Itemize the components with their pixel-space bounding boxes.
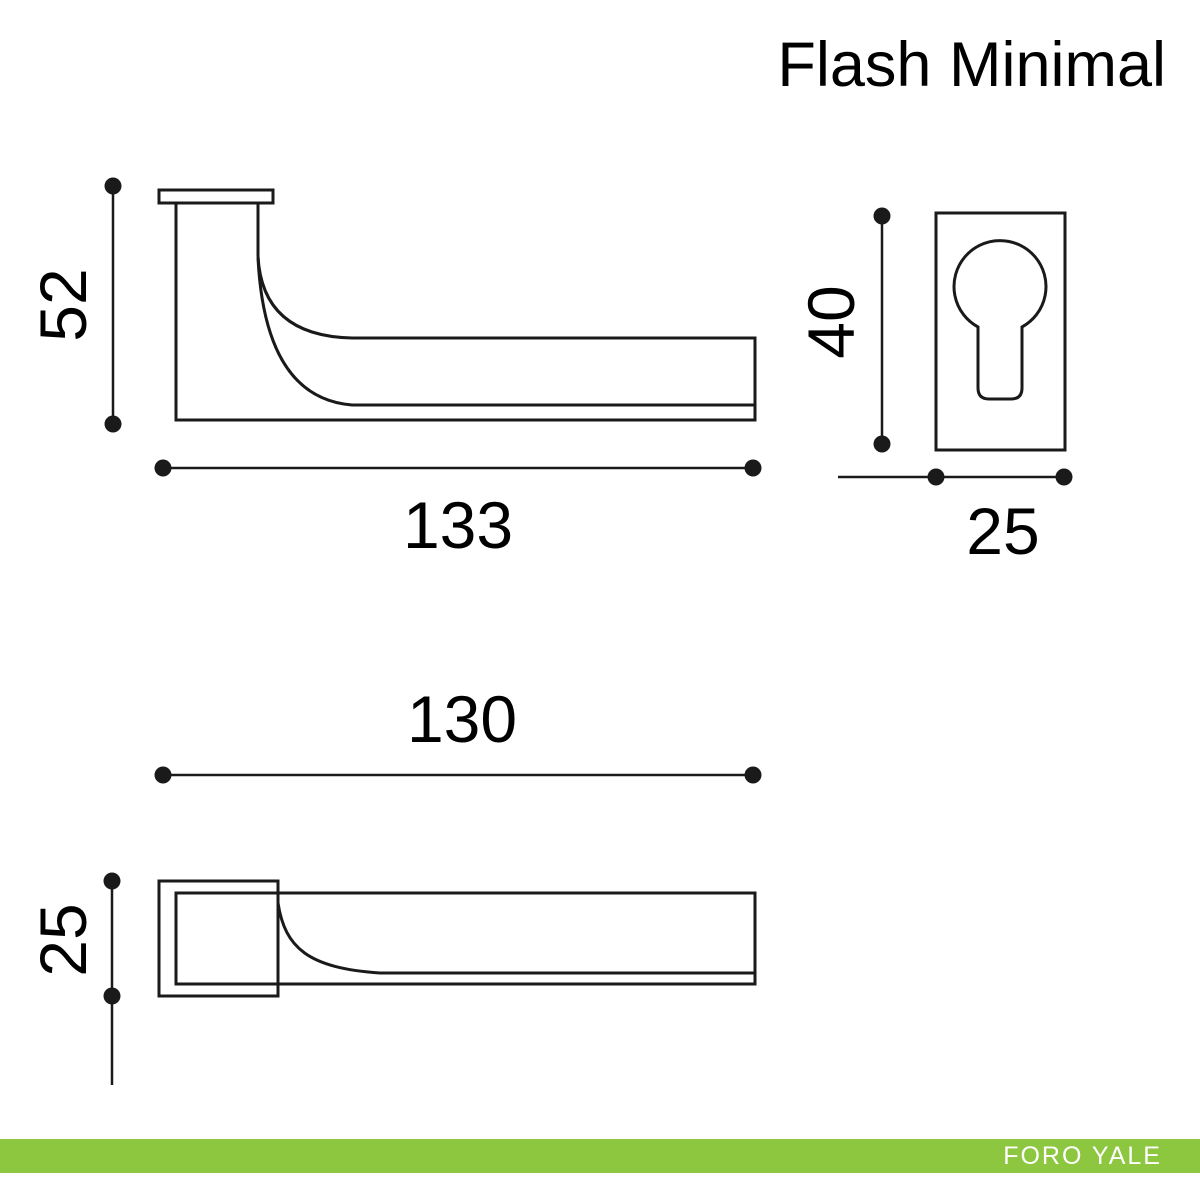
footer-bar-background bbox=[0, 1139, 1200, 1173]
dim-side-height: 52 bbox=[26, 177, 122, 433]
dim-dot bbox=[744, 459, 762, 477]
dim-top-length: 130 bbox=[154, 682, 762, 784]
dim-escutcheon-height: 40 bbox=[794, 207, 891, 453]
dim-top-depth: 25 bbox=[26, 872, 121, 1085]
dim-dot bbox=[744, 766, 762, 784]
side-view-inner-curve bbox=[256, 257, 755, 407]
dim-dot bbox=[154, 766, 172, 784]
dim-dot bbox=[104, 415, 122, 433]
side-view bbox=[157, 188, 757, 422]
escutcheon-plate bbox=[934, 211, 1067, 452]
dim-dot bbox=[873, 207, 891, 225]
side-height-label: 52 bbox=[26, 268, 100, 341]
side-length-label: 133 bbox=[403, 488, 513, 562]
page-title: Flash Minimal bbox=[777, 30, 1166, 100]
escutcheon-width-label: 25 bbox=[966, 494, 1039, 568]
escutcheon-height-label: 40 bbox=[794, 285, 868, 358]
escutcheon-view bbox=[934, 211, 1067, 452]
footer-label: FORO YALE bbox=[1003, 1142, 1162, 1170]
dim-dot bbox=[104, 177, 122, 195]
top-view-curve bbox=[276, 902, 755, 975]
top-length-label: 130 bbox=[407, 682, 517, 756]
footer-bar: FORO YALE bbox=[0, 1139, 1200, 1173]
dim-dot bbox=[103, 872, 121, 890]
dim-dot bbox=[873, 435, 891, 453]
dim-dot bbox=[927, 468, 945, 486]
top-view-rose bbox=[157, 879, 280, 998]
dim-dot bbox=[1055, 468, 1073, 486]
dim-side-length: 133 bbox=[154, 459, 762, 562]
side-view-outline bbox=[174, 203, 757, 422]
side-view-cap bbox=[157, 188, 275, 205]
top-view-lever bbox=[174, 891, 757, 986]
dim-escutcheon-width: 25 bbox=[838, 468, 1073, 568]
dim-dot bbox=[103, 987, 121, 1005]
keyhole bbox=[952, 239, 1048, 401]
dim-dot bbox=[154, 459, 172, 477]
top-view bbox=[157, 879, 757, 998]
top-depth-label: 25 bbox=[26, 903, 100, 976]
